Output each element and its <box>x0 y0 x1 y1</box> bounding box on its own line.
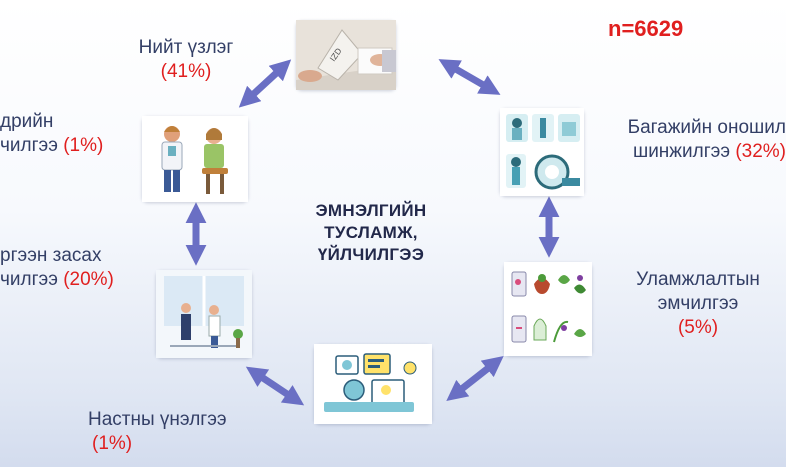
specialist-service-label: дрийн чилгээ (1%) <box>0 111 104 156</box>
traditional-med-percent: (5%) <box>677 317 719 338</box>
instrumental-diagnostics-image <box>500 108 584 196</box>
instrumental-diag-percent: (32%) <box>735 141 786 162</box>
general-exam-image: IZD <box>296 20 396 90</box>
inpatient-assessment-percent: (1%) <box>92 433 133 454</box>
specialist-service-image <box>142 116 248 202</box>
arrow-exam-diag <box>438 59 501 95</box>
traditional-medicine-image <box>504 262 592 356</box>
instrumental-diag-label: Багажийн оношил шинжилгээ (32%) <box>627 117 786 162</box>
center-title: ЭМНЭЛГИЙН ТУСЛАМЖ, ҮЙЛЧИЛГЭЭ <box>315 201 427 264</box>
inpatient-assessment-image <box>314 344 432 424</box>
traditional-med-label: Уламжлалтын эмчилгээ (5%) <box>618 268 778 340</box>
arrow-assessment-rehab <box>245 366 305 406</box>
rehabilitation-percent: (20%) <box>63 269 114 290</box>
sample-size: n=6629 <box>608 16 684 41</box>
general-exam-percent: (41%) <box>160 61 212 82</box>
arrow-traditional-assessment <box>446 355 504 402</box>
general-exam-label: Нийт үзлэг (41%) <box>124 36 248 84</box>
inpatient-assessment-label: Настны үнэлгээ (1%) <box>88 409 227 454</box>
rehabilitation-label: ргээн засах чилгээ (20%) <box>0 245 114 290</box>
connector-arrows <box>185 59 560 406</box>
arrow-exam-specialist <box>238 59 292 108</box>
specialist-service-percent: (1%) <box>63 135 104 156</box>
rehabilitation-image <box>156 270 252 358</box>
